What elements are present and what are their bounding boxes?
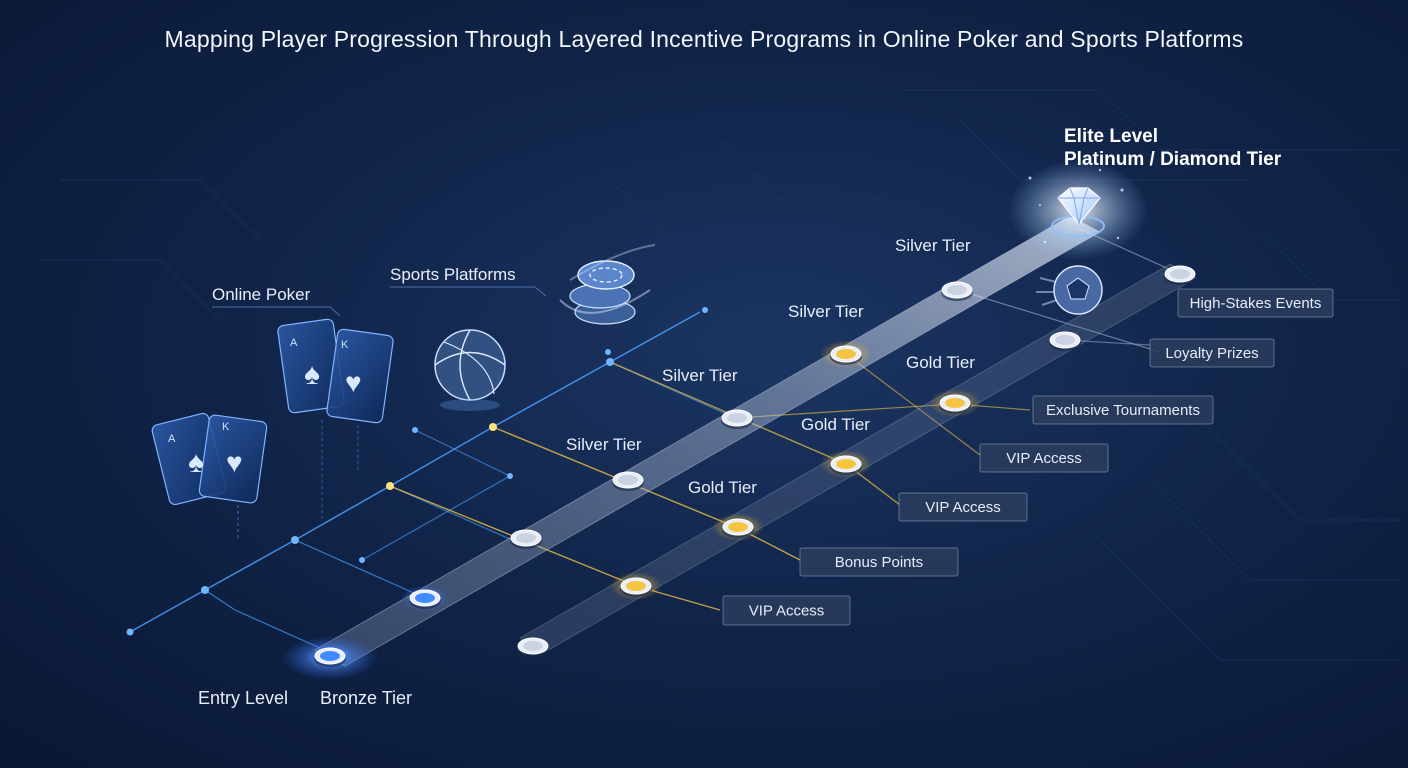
reward-label: Bonus Points <box>835 554 923 571</box>
silver-tier-node <box>941 282 973 301</box>
network-node <box>359 557 365 563</box>
spade-icon: ♠ <box>304 358 320 391</box>
card-rank-king: K <box>222 421 230 433</box>
network-node <box>702 307 708 313</box>
silver-tier-label: Silver Tier <box>662 366 738 385</box>
heart-icon: ♥ <box>345 367 362 398</box>
online-poker-label: Online Poker <box>212 285 311 304</box>
reward-label: Loyalty Prizes <box>1165 345 1258 362</box>
reward-panel: Loyalty Prizes <box>1150 339 1274 367</box>
reward-label: VIP Access <box>925 499 1001 516</box>
heart-icon: ♥ <box>226 447 243 478</box>
network-node <box>201 586 209 594</box>
poker-cards-icon: A K ♠ ♥ <box>151 412 267 540</box>
soccer-ball-icon <box>1036 266 1102 314</box>
reward-label: VIP Access <box>1006 450 1082 467</box>
gold-tier-node <box>820 340 872 368</box>
network-node <box>412 427 418 433</box>
reward-label: VIP Access <box>749 603 825 620</box>
connector-blue <box>295 540 425 598</box>
poker-cards-icon: A K ♠ ♥ <box>277 319 394 520</box>
elite-tier-label: Platinum / Diamond Tier <box>1064 149 1282 170</box>
reward-panel: VIP Access <box>899 493 1027 521</box>
silver-tier-node <box>1164 266 1196 285</box>
blue-tier-node <box>401 585 449 611</box>
elite-level-label: Elite Level <box>1064 126 1158 147</box>
reward-panel: VIP Access <box>980 444 1108 472</box>
gold-tier-node <box>712 513 764 541</box>
connector-blue <box>415 430 510 476</box>
network-node <box>507 473 513 479</box>
basketball-icon <box>435 330 505 411</box>
bronze-tier-label: Bronze Tier <box>320 688 412 708</box>
network-node <box>489 423 497 431</box>
reward-panel: High-Stakes Events <box>1178 289 1333 317</box>
reward-label: Exclusive Tournaments <box>1046 402 1200 419</box>
network-node <box>386 482 394 490</box>
silver-tier-label: Silver Tier <box>566 435 642 454</box>
gold-tier-node <box>820 450 872 478</box>
gold-tier-label: Gold Tier <box>688 478 757 497</box>
card-rank-king: K <box>341 339 349 351</box>
silver-tier-node <box>612 472 644 491</box>
card-rank-ace: A <box>168 433 176 445</box>
reward-panel: VIP Access <box>723 596 850 625</box>
network-node <box>291 536 299 544</box>
poker-chips-icon <box>560 245 655 355</box>
entry-level-label: Entry Level <box>198 688 288 708</box>
gold-tier-node <box>929 389 981 417</box>
gold-tier-label: Gold Tier <box>801 415 870 434</box>
reward-label: High-Stakes Events <box>1190 295 1322 312</box>
silver-tier-node <box>721 410 753 429</box>
spade-icon: ♠ <box>188 446 204 479</box>
card-rank-ace: A <box>290 337 298 349</box>
silver-tier-label: Silver Tier <box>788 302 864 321</box>
silver-tier-node <box>517 638 549 657</box>
sports-platforms-label: Sports Platforms <box>390 265 516 284</box>
gold-tier-node <box>610 572 662 600</box>
reward-panel: Exclusive Tournaments <box>1033 396 1213 424</box>
silver-tier-label: Silver Tier <box>895 236 971 255</box>
connector-blue <box>205 590 320 648</box>
gold-tier-label: Gold Tier <box>906 353 975 372</box>
silver-tier-node <box>510 530 542 549</box>
network-node <box>127 629 134 636</box>
blue-tier-node <box>306 643 354 669</box>
silver-tier-node <box>1049 332 1081 351</box>
reward-panel: Bonus Points <box>800 548 958 576</box>
network-node <box>606 358 614 366</box>
